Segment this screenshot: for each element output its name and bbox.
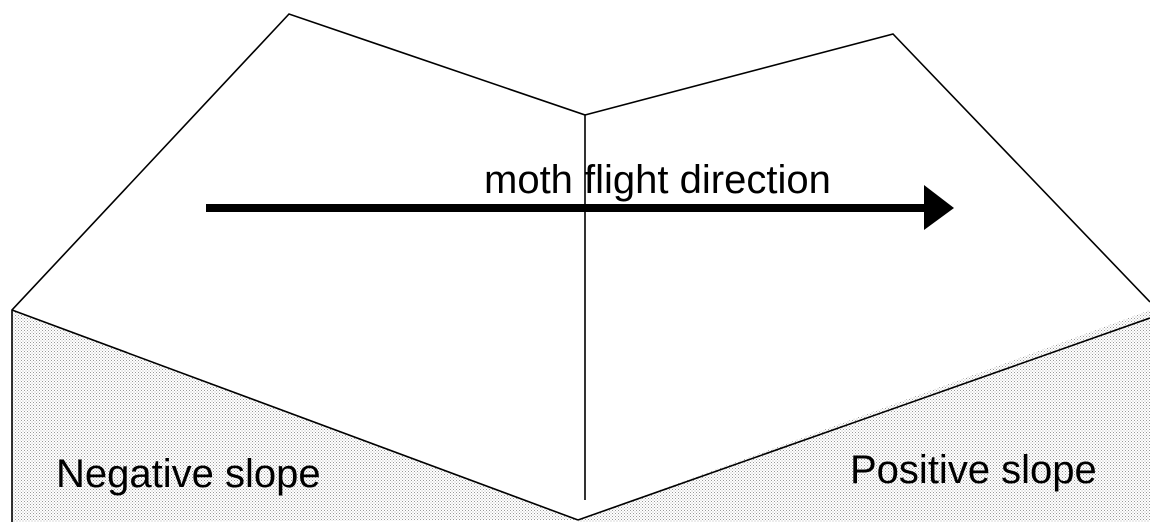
flight-direction-label: moth flight direction (484, 158, 831, 202)
positive-slope-edge (577, 317, 1150, 521)
negative-slope-edge (11, 309, 579, 521)
flight-direction-arrowhead (924, 185, 954, 230)
left-face-outline (11, 13, 586, 522)
positive-slope-label: Positive slope (850, 448, 1097, 492)
negative-slope-label: Negative slope (56, 452, 321, 496)
right-face-outline (584, 33, 1150, 303)
